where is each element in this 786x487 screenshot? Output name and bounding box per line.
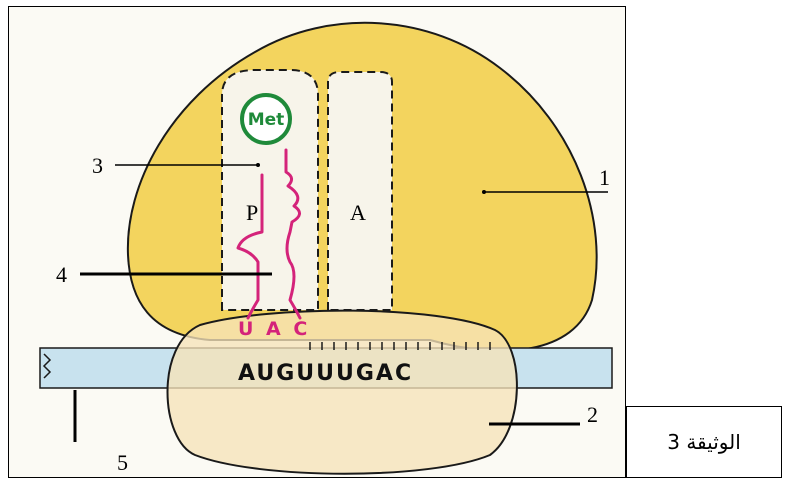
small-subunit <box>168 311 517 474</box>
label-3: 3 <box>92 153 103 178</box>
a-site <box>328 72 392 310</box>
pointer-dot-3 <box>256 163 260 167</box>
anticodon: U A C <box>238 318 310 340</box>
pointer-dot-1 <box>482 190 486 194</box>
p-site-label: P <box>246 200 258 225</box>
document-caption-box: الوثيقة 3 <box>626 406 782 478</box>
label-1: 1 <box>599 165 610 190</box>
met-label: Met <box>248 110 285 130</box>
a-site-label: A <box>350 200 366 225</box>
label-4: 4 <box>56 262 67 287</box>
document-caption: الوثيقة 3 <box>667 430 741 454</box>
label-5: 5 <box>117 450 128 475</box>
label-2: 2 <box>587 402 598 427</box>
mrna-sequence: AUGUUUGAC <box>238 361 413 386</box>
